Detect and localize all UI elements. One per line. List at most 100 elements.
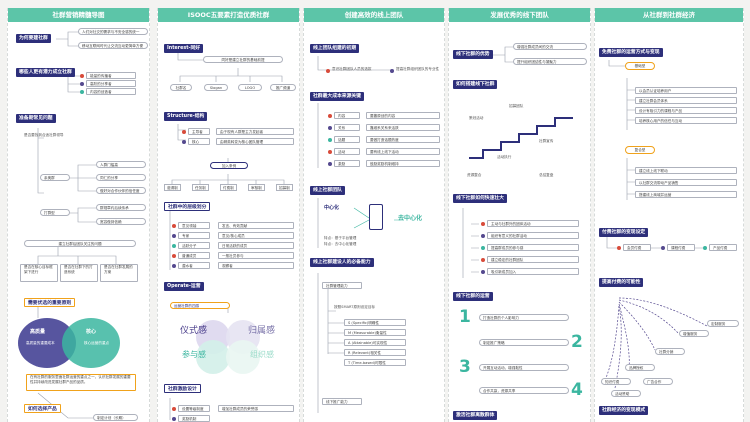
bullet-dot <box>182 140 186 144</box>
early-item: 意识社群团队人员的选拔 <box>332 67 372 71</box>
potential-item: 能量的传播者 <box>86 72 136 79</box>
smart-item: M (Measurable)衡量性 <box>344 329 406 336</box>
bullet-dot <box>172 234 176 238</box>
potential-item: 内容的创造者 <box>86 88 136 95</box>
paid-item: 课程付费 <box>667 244 695 251</box>
hierarchy-desc: 一般社员参与 <box>218 252 294 259</box>
basic-type: 基础型 <box>625 62 655 70</box>
feeling-organization: 组织感 <box>250 350 274 359</box>
stair-label: 总结复盘 <box>539 173 554 177</box>
interest-item: 社群名 <box>170 84 192 91</box>
cost-item: 活动 <box>334 148 360 155</box>
feeling-circle <box>196 340 230 374</box>
bullet-dot <box>326 69 330 73</box>
bullet-dot <box>172 264 176 268</box>
venn-right-circle <box>62 318 120 368</box>
bullet-dot <box>703 246 707 250</box>
bullet-dot <box>80 82 84 86</box>
compound-item: 建立线上线下联动 <box>635 167 737 174</box>
leaf-node: 同仁的分享 <box>96 174 146 181</box>
hierarchy-role: 潜水者 <box>178 262 210 269</box>
bullet-dot <box>617 246 621 250</box>
leaf-node: 人群门槛高 <box>96 161 146 168</box>
cost-item: 内容 <box>334 112 360 119</box>
cost-item: 激励 <box>334 160 360 167</box>
bullet-dot <box>481 258 485 262</box>
step-item: 打造社群的个人影响力 <box>479 314 569 321</box>
hierarchy-role: 普通成员 <box>178 252 210 259</box>
focus-item: 是否在社群下的打造系统 <box>60 264 98 282</box>
smart-item: T (Time-based)时限性 <box>344 359 406 366</box>
feeling-participation: 参与感 <box>182 350 206 359</box>
column-online-team: 创建高效的线上团队 线上团队组建的初期 意识社群团队人员的选拔 提高社群组织团队… <box>303 8 445 422</box>
bullet-dot <box>481 222 485 226</box>
incentive-item: 奖励机制 <box>178 415 210 422</box>
step-number: 4 <box>571 380 583 400</box>
leaf-node: 群规章约后续传承 <box>96 204 146 211</box>
decentralized-label: 去中心化 <box>398 215 423 222</box>
section-offline-advantage: 线下社群的优势 <box>453 50 493 59</box>
cost-desc: 鼓励奖励机制维持 <box>366 160 440 167</box>
section-grow-fast: 线下社群如何快速壮大 <box>453 194 507 203</box>
bullet-dot <box>80 90 84 94</box>
section-who-potential: 哪些人更有潜力成立社群 <box>16 68 75 77</box>
section-abilities: 线上社群建设人的必备能力 <box>310 258 374 267</box>
hierarchy-desc: 意见/核心成员 <box>218 232 294 239</box>
reason-item: 人们对社交的需求与不安全感的统一 <box>78 28 148 35</box>
join-tag: 招募制 <box>276 184 293 191</box>
smart-item: R (Relevant)相关性 <box>344 349 406 356</box>
grow-item: 主动与社群外的团体活动 <box>487 220 579 227</box>
section-paid-possibility: 提高付费的可能性 <box>599 278 644 287</box>
bullet-dot <box>172 407 176 411</box>
grow-item: 组织有意义的社群活动 <box>487 232 579 239</box>
incentive-item: 设置等级制度 <box>178 405 210 412</box>
cost-desc: 要有线上线下活动 <box>366 148 440 155</box>
reason-item: 移动互联网时代让交流互动更简单方便 <box>78 42 148 49</box>
fan-item: 活动赞助 <box>611 390 641 397</box>
bullet-dot <box>481 234 485 238</box>
section-choose-product: 如何选择产品 <box>24 404 61 413</box>
interest-sub: 同好是建立社群的基础前提 <box>203 56 283 63</box>
fan-item: 社群分销 <box>655 348 685 355</box>
section-operate: Operate-运营 <box>164 282 204 291</box>
section-activate: 激活社群离散群体 <box>453 411 498 420</box>
step-number: 1 <box>459 307 471 327</box>
fan-item: 广告合作 <box>643 378 673 385</box>
structure-tag: 主导者 <box>188 128 210 135</box>
join-tag: 邀请制 <box>164 184 181 191</box>
section-cost-source: 社群最大成本来源关键 <box>310 92 364 101</box>
section-interest: Interest-同好 <box>164 44 204 53</box>
stair-label: 活动执行 <box>497 155 512 159</box>
venn-right-label: 核心运营的重点 <box>84 341 110 345</box>
hierarchy-desc: 发言、有效贡献 <box>218 222 294 229</box>
free-item: 培养核心用户的信任与互动 <box>635 117 737 124</box>
advantage-item: 增强社群成员间的交流 <box>513 43 587 50</box>
online-note: 特点：基于平台管理 <box>324 236 357 240</box>
leaf-node: 宽容做到信赖 <box>96 218 146 225</box>
bullet-dot <box>328 162 332 166</box>
grow-item: 建立稳定的社群团队 <box>487 256 579 263</box>
column-title: 创建高效的线上团队 <box>304 8 444 22</box>
join-rules: 加入条例 <box>210 162 248 169</box>
column-title: ISOOC五要素打造优质社群 <box>158 8 299 22</box>
fan-item: 定制服务 <box>707 320 739 327</box>
grow-item: 吸引新成员加入 <box>487 268 579 275</box>
phone-icon <box>369 204 383 230</box>
step-number: 3 <box>459 357 471 377</box>
ability-sub: 社群管理能力 <box>322 282 362 289</box>
structure-item: 由于现有人群是主力发起者 <box>216 128 294 135</box>
bullet-dot <box>172 244 176 248</box>
section-offline-ops: 线下社群的运营 <box>453 292 493 301</box>
online-note: 特点：去中心化管理 <box>324 242 357 246</box>
cost-item: 关系 <box>334 124 360 131</box>
smart-item: 按照SMART原则设定目标 <box>334 305 376 309</box>
section-team-early: 线上团队组建的初期 <box>310 44 360 53</box>
column-title: 发展优秀的线下团队 <box>449 8 590 22</box>
bullet-dot <box>182 130 186 134</box>
interest-item: 推广频道 <box>270 84 296 91</box>
focus-item: 是否在核心目标框架下进行 <box>20 264 58 282</box>
cost-desc: 要靠原创的内容 <box>366 112 440 119</box>
compound-type: 复合型 <box>625 146 655 154</box>
connector-lines <box>604 60 708 389</box>
product-item: 制定计划（长期） <box>93 414 138 421</box>
